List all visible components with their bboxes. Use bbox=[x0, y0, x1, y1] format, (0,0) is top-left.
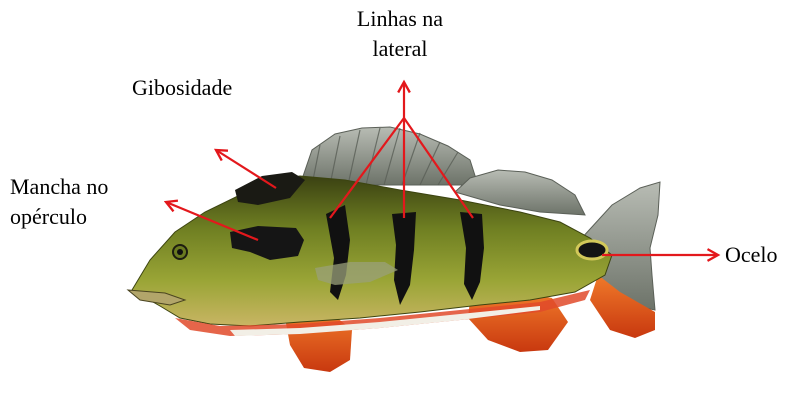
label-linhas-line1: Linhas na bbox=[340, 4, 460, 34]
label-mancha-line2: opérculo bbox=[10, 202, 108, 232]
label-mancha-line1: Mancha no bbox=[10, 172, 108, 202]
arrow-gibosidade bbox=[216, 150, 276, 188]
label-gibosidade: Gibosidade bbox=[132, 73, 232, 103]
label-mancha-no-operculo: Mancha no opérculo bbox=[10, 172, 108, 232]
fish-illustration bbox=[128, 127, 660, 372]
label-linhas-na-lateral: Linhas na lateral bbox=[340, 4, 460, 64]
dorsal-fin-spiny bbox=[300, 127, 478, 185]
ocellus-spot bbox=[577, 241, 607, 259]
label-linhas-line2: lateral bbox=[340, 34, 460, 64]
label-ocelo: Ocelo bbox=[725, 240, 778, 270]
